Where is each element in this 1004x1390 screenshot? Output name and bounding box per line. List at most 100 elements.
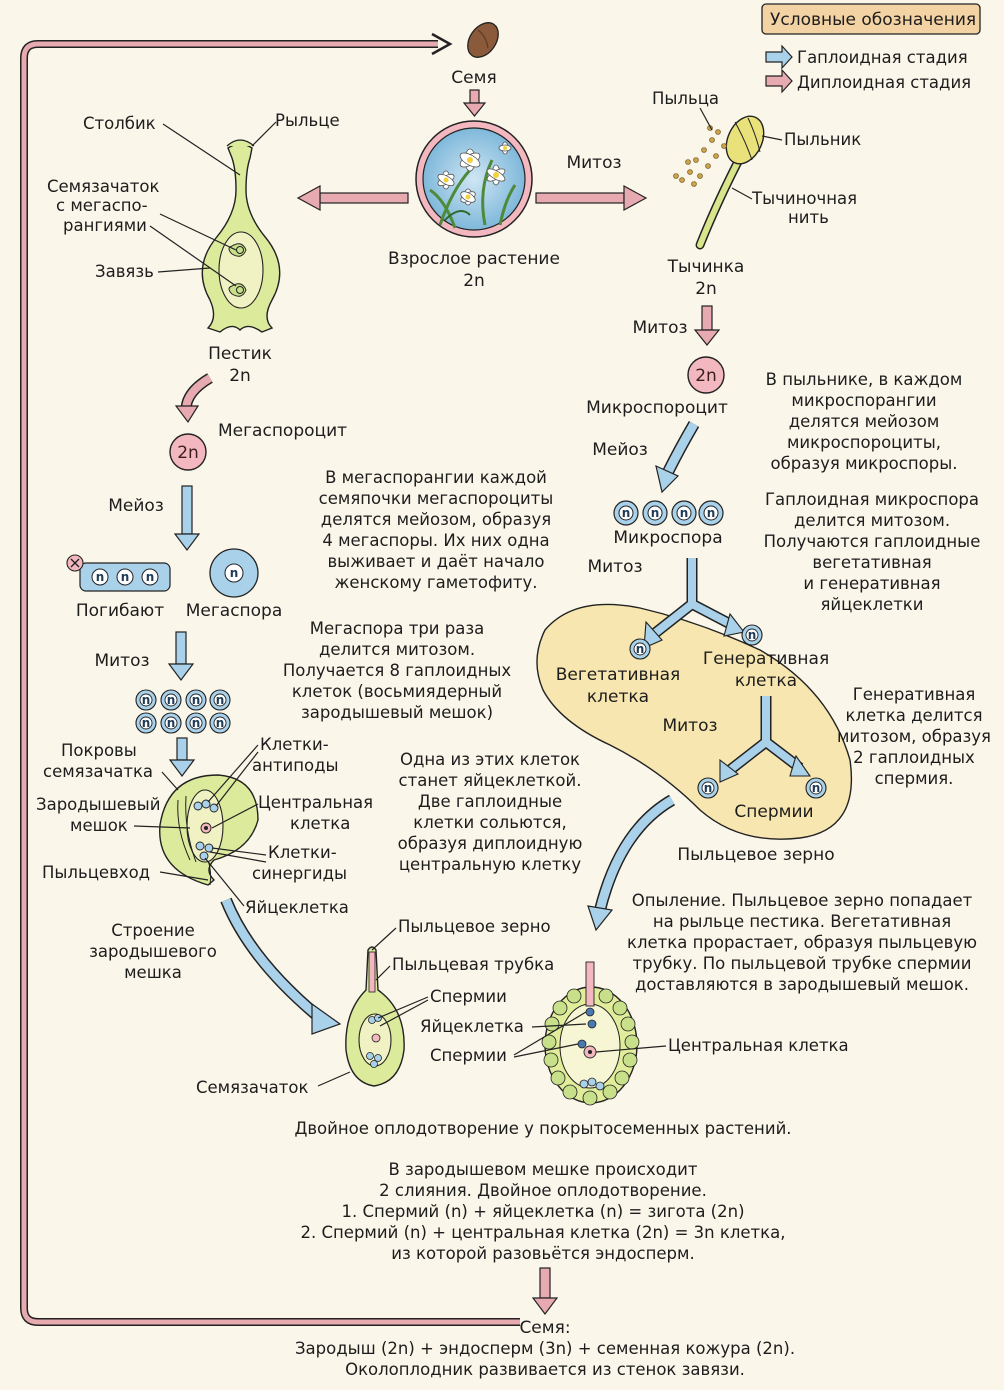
arrow-stamen-microsporocyte <box>693 305 721 346</box>
svg-text:В пыльнике, в каждом: В пыльнике, в каждом <box>766 370 963 389</box>
seed-label: Семя <box>451 68 496 88</box>
pollen-grain-label-2: Пыльцевое зерно <box>398 917 551 936</box>
arrow-mitosis-left <box>167 631 195 681</box>
svg-text:n: n <box>636 642 645 656</box>
arrow-meiosis-left <box>173 485 201 551</box>
svg-text:на рыльце пестика. Вегетативна: на рыльце пестика. Вегетативная <box>653 912 951 931</box>
sperm-nucleus-2: n <box>805 777 827 799</box>
egg-cell-label: Яйцеклетка <box>245 898 349 917</box>
svg-text:В мегаспорангии каждой: В мегаспорангии каждой <box>325 468 547 487</box>
anther-label: Пыльник <box>784 130 861 149</box>
pollen-label: Пыльца <box>652 89 719 108</box>
arrow-plant-pistil <box>296 184 409 212</box>
style-label: Столбик <box>83 114 156 133</box>
svg-text:n: n <box>748 628 757 642</box>
stigma-label: Рыльце <box>275 111 340 130</box>
stamen-ploidy: 2n <box>695 279 717 299</box>
filament-label-2: нить <box>788 208 829 227</box>
svg-text:Получаются гаплоидные: Получаются гаплоидные <box>764 532 981 551</box>
megasporocyte-label: Мегаспороцит <box>218 421 347 441</box>
filament-label-1: Тычиночная <box>751 189 857 208</box>
svg-text:образуя микроспоры.: образуя микроспоры. <box>771 454 958 473</box>
stamen-label: Тычинка <box>667 257 745 277</box>
svg-text:клетки сольются,: клетки сольются, <box>413 813 566 832</box>
svg-text:зародышевый мешок): зародышевый мешок) <box>301 703 493 722</box>
svg-text:делится митозом.: делится митозом. <box>794 511 950 530</box>
dead-megaspores: n n n <box>79 562 171 592</box>
structure-label-1: Строение <box>111 921 195 940</box>
svg-text:микроспороциты,: микроспороциты, <box>787 433 941 452</box>
svg-text:n: n <box>704 781 713 795</box>
svg-text:станет яйцеклеткой.: станет яйцеклеткой. <box>399 771 582 790</box>
svg-text:центральную клетку: центральную клетку <box>399 855 582 874</box>
ovule-mega-label-2: с мегаспо- <box>56 196 148 215</box>
svg-text:женскому гаметофиту.: женскому гаметофиту. <box>335 573 538 592</box>
megasporocyte-cell: 2n <box>169 433 207 471</box>
structure-label-3: мешка <box>124 963 182 982</box>
svg-text:из которой разовьётся эндоспер: из которой разовьётся эндосперм. <box>391 1244 694 1263</box>
ovule-label: Семязачаток <box>196 1078 308 1097</box>
central-label-2: клетка <box>290 814 350 833</box>
svg-text:n: n <box>142 693 151 707</box>
svg-text:Получается 8 гаплоидных: Получается 8 гаплоидных <box>283 661 512 680</box>
svg-text:n: n <box>216 716 225 730</box>
seed-bottom-label: Семя: <box>519 1318 570 1338</box>
sperm-nucleus-1: n <box>697 777 719 799</box>
arrow-to-seed <box>531 1267 559 1315</box>
microsporocyte-label: Микроспороцит <box>586 398 728 418</box>
svg-text:вегетативная: вегетативная <box>812 553 931 572</box>
pollination-desc: Опыление. Пыльцевое зерно попадает на ры… <box>627 891 977 994</box>
svg-text:n: n <box>680 506 689 520</box>
svg-text:1. Спермий (n) + яйцеклетка (n: 1. Спермий (n) + яйцеклетка (n) = зигота… <box>341 1202 744 1221</box>
svg-text:Гаплоидная микроспора: Гаплоидная микроспора <box>765 490 979 509</box>
svg-text:клетка делится: клетка делится <box>845 706 982 725</box>
seed-icon <box>467 22 499 58</box>
svg-text:n: n <box>121 570 130 584</box>
arrow-microspore-split <box>643 558 745 649</box>
svg-text:спермия.: спермия. <box>875 769 954 788</box>
svg-text:n: n <box>192 693 201 707</box>
antipodes-label-1: Клетки- <box>260 735 329 754</box>
svg-text:Одна из этих клеток: Одна из этих клеток <box>400 750 580 769</box>
microspore-desc: Гаплоидная микроспора делится митозом. П… <box>764 490 981 614</box>
arrow-meiosis-right <box>655 420 700 494</box>
mega-desc: В мегаспорангии каждой семяпочки мегаспо… <box>319 468 554 592</box>
ovule-mega-label-1: Семязачаток <box>47 177 159 196</box>
mitosis-gen-label: Митоз <box>662 716 717 736</box>
adult-plant-label: Взрослое растение <box>388 249 560 269</box>
death-cross-icon <box>66 554 84 572</box>
sperms-label-3: Спермии <box>430 1046 507 1065</box>
svg-text:делятся мейозом: делятся мейозом <box>789 412 940 431</box>
generative-nucleus: n <box>741 624 763 646</box>
synergids-label-1: Клетки- <box>268 843 337 862</box>
embryo-sac-label-2: мешок <box>70 816 128 835</box>
svg-text:n: n <box>167 716 176 730</box>
svg-text:4 мегаспоры. Их них одна: 4 мегаспоры. Их них одна <box>322 531 549 550</box>
arrow-plant-stamen <box>535 184 648 212</box>
mitosis-top-label: Митоз <box>566 153 621 173</box>
svg-text:микроспорангии: микроспорангии <box>791 391 936 410</box>
double-desc: В зародышевом мешке происходит 2 слияния… <box>301 1160 786 1263</box>
egg-cell-label-2: Яйцеклетка <box>420 1017 524 1036</box>
svg-text:n: n <box>216 693 225 707</box>
svg-text:2. Спермий (n) + центральная к: 2. Спермий (n) + центральная клетка (2n)… <box>301 1223 786 1242</box>
svg-text:2 слияния. Двойное оплодотворе: 2 слияния. Двойное оплодотворение. <box>379 1181 707 1200</box>
sperms-label-2: Спермии <box>430 987 507 1006</box>
svg-text:делятся мейозом, образуя: делятся мейозом, образуя <box>321 510 551 529</box>
meiosis-left-label: Мейоз <box>108 496 164 516</box>
svg-text:клетка прорастает, образуя пыл: клетка прорастает, образуя пыльцевую <box>627 933 977 952</box>
svg-text:выживает и даёт начало: выживает и даёт начало <box>327 552 544 571</box>
svg-text:и генеративная: и генеративная <box>803 574 940 593</box>
zoomed-embryo-sac <box>541 961 640 1106</box>
arrow-to-embryo-sac <box>168 737 196 777</box>
svg-text:n: n <box>230 566 239 580</box>
svg-text:2 гаплоидных: 2 гаплоидных <box>853 748 975 767</box>
arrow-embryo-ovule <box>220 897 342 1035</box>
megaspore-label: Мегаспора <box>186 601 283 621</box>
egg-desc: Одна из этих клеток станет яйцеклеткой. … <box>398 750 583 874</box>
svg-text:n: n <box>812 781 821 795</box>
meiosis-right-label: Мейоз <box>592 440 648 460</box>
arrow-generative-split <box>719 696 812 783</box>
arrow-pistil-megasporocyte <box>174 373 213 424</box>
sperms-label: Спермии <box>734 802 813 822</box>
